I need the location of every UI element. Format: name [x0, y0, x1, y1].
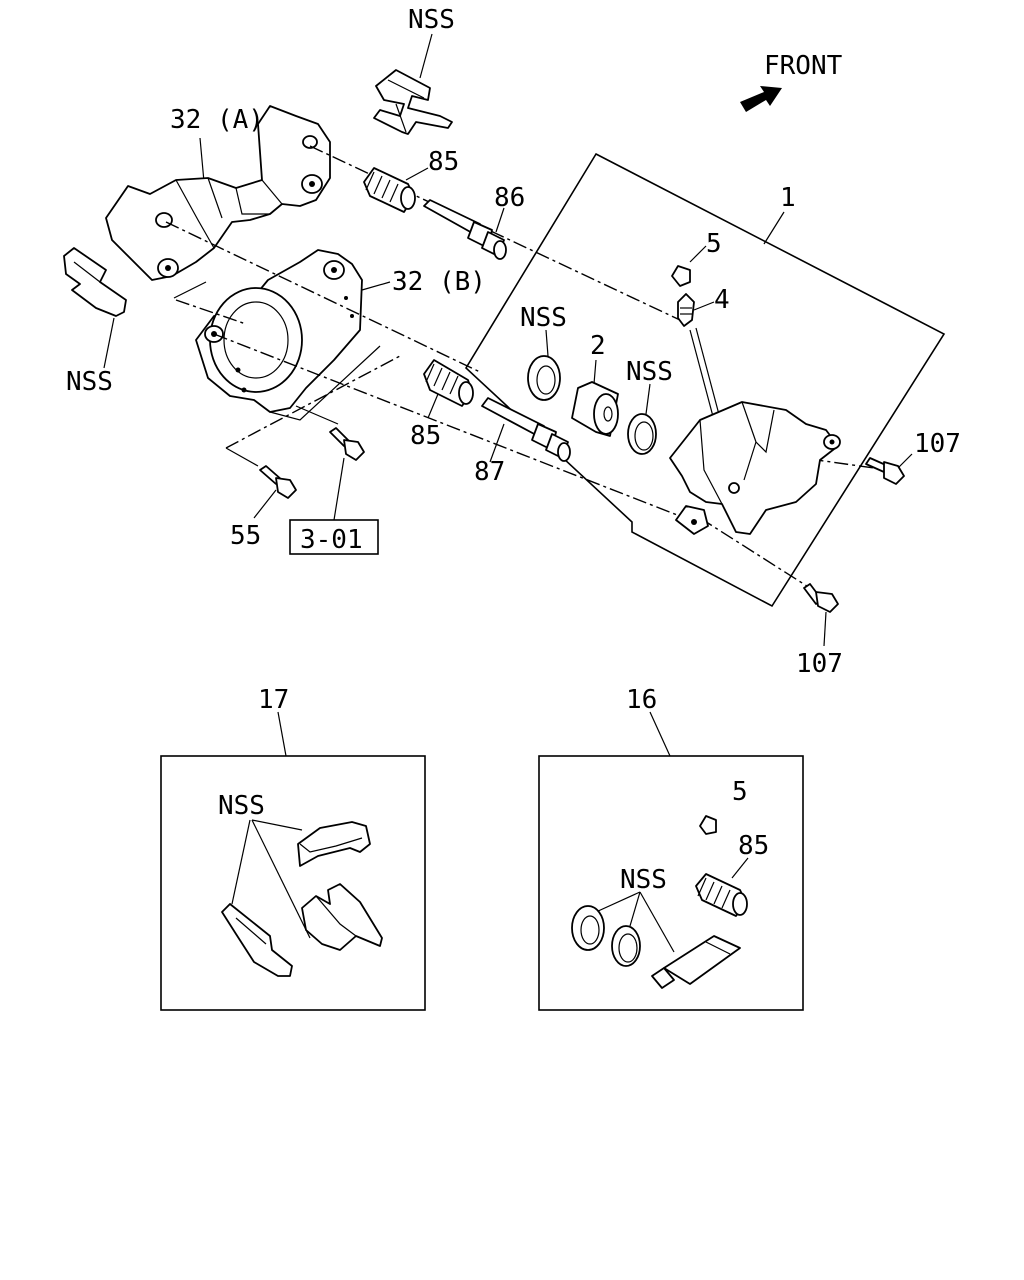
front-arrow-icon — [740, 86, 782, 112]
pad-clip-left — [63, 247, 127, 317]
nss-top-label: NSS — [408, 5, 455, 35]
caliper-assembly-box — [464, 152, 946, 608]
label-4: 4 — [714, 285, 730, 315]
bleeder-screw-4 — [677, 293, 695, 327]
label-32b: 32 (B) — [392, 267, 486, 297]
nss-ring-label: NSS — [626, 357, 673, 387]
front-label: FRONT — [764, 51, 843, 81]
label-85-upper: 85 — [428, 147, 459, 177]
kit17-number: 17 — [258, 685, 289, 715]
caliper-body — [669, 401, 841, 535]
bolt-107-lower — [803, 583, 839, 613]
boot-85-lower — [423, 359, 474, 407]
ref-box-label[interactable]: 3-01 — [300, 525, 363, 555]
kit17-brake-pad — [297, 821, 371, 867]
torque-plate-32b — [195, 249, 363, 413]
nss-left-label: NSS — [66, 367, 113, 397]
kit16-grease-tube — [651, 935, 741, 989]
bolt-107-upper — [865, 457, 905, 485]
label-55: 55 — [230, 521, 261, 551]
label-85-lower: 85 — [410, 421, 441, 451]
label-107-lower: 107 — [796, 649, 843, 679]
kit17-box — [160, 755, 426, 1011]
ref-box-3-01[interactable] — [289, 519, 379, 555]
kit17-nss-label: NSS — [218, 791, 265, 821]
dust-seal-ring — [627, 413, 657, 455]
bolt-3-01 — [329, 427, 365, 461]
boot-85-upper — [363, 167, 416, 213]
piston-seal — [527, 355, 561, 401]
torque-plate-32a — [105, 105, 331, 281]
piston-2 — [571, 381, 619, 437]
label-107-upper: 107 — [914, 429, 961, 459]
label-32a: 32 (A) — [170, 105, 264, 135]
guide-pin-87 — [481, 397, 571, 462]
pad-clip-top — [373, 69, 453, 135]
kit16-dust-ring — [611, 925, 641, 967]
kit16-bleeder-cap — [699, 815, 717, 835]
kit17-pad-clip — [301, 883, 383, 951]
label-2: 2 — [590, 331, 606, 361]
nss-seal-label: NSS — [520, 303, 567, 333]
bolt-55 — [259, 465, 297, 499]
kit16-box — [538, 755, 804, 1011]
label-87: 87 — [474, 457, 505, 487]
kit16-number: 16 — [626, 685, 657, 715]
kit16-seal — [571, 905, 605, 951]
kit16-boot — [695, 873, 748, 917]
kit16-label-5: 5 — [732, 777, 748, 807]
label-86: 86 — [494, 183, 525, 213]
label-1: 1 — [780, 183, 796, 213]
label-5: 5 — [706, 229, 722, 259]
kit16-label-85: 85 — [738, 831, 769, 861]
kit16-nss-label: NSS — [620, 865, 667, 895]
guide-pin-86 — [423, 199, 507, 260]
kit17-shim — [221, 903, 293, 977]
bleeder-cap-5 — [671, 265, 691, 287]
